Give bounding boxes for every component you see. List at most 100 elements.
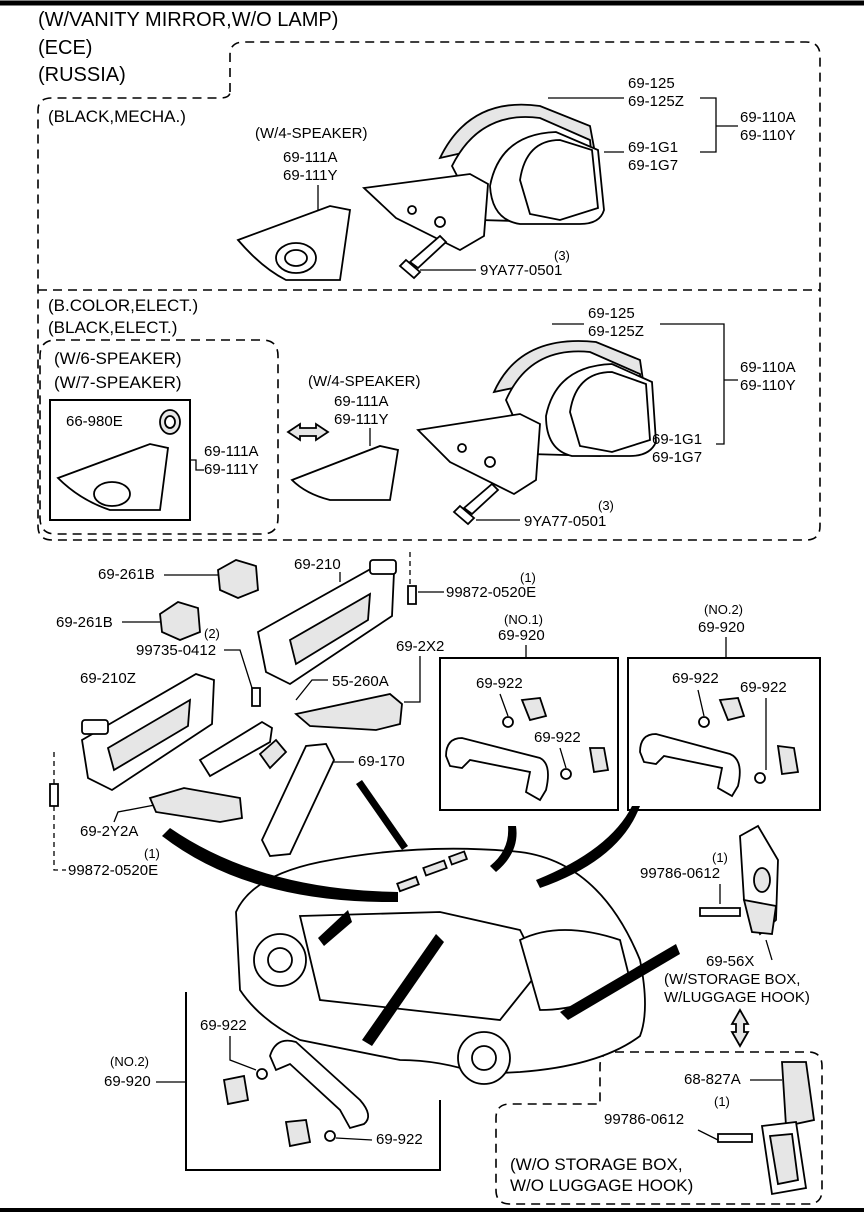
location-arrow-visor (162, 828, 398, 903)
storage-box-icon (760, 1061, 816, 1196)
bolt-qty: (3) (554, 248, 570, 263)
lower-handle-no: (NO.2) (110, 1054, 149, 1069)
section-title-b-color: (B.COLOR,ELECT.) (48, 296, 198, 315)
part-68-827A: 68-827A (684, 1071, 741, 1088)
part-99786-0612: 99786-0612 (640, 865, 720, 882)
screw-bottom-icon (49, 783, 59, 807)
part-99872-0520E-top: 99872-0520E (446, 584, 536, 601)
leader (404, 656, 421, 703)
location-arrow-luggage (560, 944, 680, 1020)
part-69-125Z-elect: 69-125Z (588, 323, 644, 340)
visor-clip-top-icon (217, 559, 259, 599)
part-69-1G7: 69-1G7 (628, 157, 678, 174)
handle1-box (439, 657, 619, 811)
leader (113, 803, 161, 823)
location-arrow-front-door (318, 910, 352, 946)
part-69-922-b: 69-922 (534, 729, 581, 746)
part-69-111A-elect: 69-111A (334, 393, 389, 410)
section-title-black-mecha: (BLACK,MECHA.) (48, 107, 186, 126)
screw-bot-qty: (1) (144, 846, 160, 861)
part-69-170: 69-170 (358, 753, 405, 770)
part-99735-0412: 99735-0412 (136, 642, 216, 659)
location-arrow-handle-2 (536, 806, 640, 888)
part-69-1G7-elect: 69-1G7 (652, 449, 702, 466)
hook-qty: (1) (712, 850, 728, 865)
part-69-110Y-elect: 69-110Y (740, 377, 796, 394)
part-69-920-lower: 69-920 (104, 1073, 151, 1090)
cover-icon (198, 720, 273, 778)
location-arrow-lower-handle (362, 934, 444, 1046)
storage-bolt-icon (717, 1133, 753, 1143)
storage-qty: (1) (714, 1094, 730, 1109)
luggage-hook-icon (739, 824, 779, 936)
part-69-110A-elect: 69-110A (740, 359, 796, 376)
lower-handle-frame (185, 992, 441, 1171)
screw-top-qty: (1) (520, 570, 536, 585)
visor-clip-mid-icon (159, 601, 201, 641)
screw2-qty: (2) (204, 626, 220, 641)
location-arrow-mirror (356, 780, 408, 850)
sun-visor-right-icon (256, 559, 397, 686)
screw2-icon (251, 687, 261, 707)
leader (335, 1137, 373, 1141)
part-69-922-a: 69-922 (476, 675, 523, 692)
assist-handle-2-icon (639, 697, 800, 798)
leader (229, 1036, 257, 1071)
part-69-125-elect: 69-125 (588, 305, 635, 322)
sub-6-speaker: (W/6-SPEAKER) (54, 349, 182, 368)
part-69-210Z: 69-210Z (80, 670, 136, 687)
assist-handle-1-icon (445, 697, 610, 802)
part-9YA77-0501-elect: 9YA77-0501 (524, 513, 606, 530)
handle1-no: (NO.1) (504, 612, 543, 627)
part-69-922-lower-a: 69-922 (200, 1017, 247, 1034)
speaker-note-elect: (W/4-SPEAKER) (308, 373, 421, 390)
leader (295, 679, 328, 701)
part-69-56X: 69-56X (706, 953, 754, 970)
speaker-garnish-icon (56, 443, 169, 511)
handle2-box (627, 657, 821, 811)
part-69-922-lower-b: 69-922 (376, 1131, 423, 1148)
part-69-111A-inner: 69-111A (204, 443, 259, 460)
bolt-qty-elect: (3) (598, 498, 614, 513)
part-69-261B-mid: 69-261B (56, 614, 113, 631)
equivalent-arrow-icon (286, 422, 330, 442)
part-69-2X2: 69-2X2 (396, 638, 444, 655)
rear-view-mirror-icon (258, 738, 335, 857)
storage-note-2: W/O LUGGAGE HOOK) (510, 1176, 693, 1195)
part-69-2Y2A: 69-2Y2A (80, 823, 138, 840)
door-mirror-assembly-icon (361, 103, 605, 280)
visor-holder-icon (148, 787, 243, 823)
part-9YA77-0501: 9YA77-0501 (480, 262, 562, 279)
mirror-inner-trim-elect-icon (290, 445, 400, 501)
power-mirror-assembly-icon (416, 340, 657, 526)
part-99786-0612-storage: 99786-0612 (604, 1111, 684, 1128)
leader (548, 97, 738, 153)
hook-note-1: (W/STORAGE BOX, (664, 971, 800, 988)
handle2-no: (NO.2) (704, 602, 743, 617)
leader (552, 323, 738, 445)
leader (53, 752, 66, 871)
leader (765, 939, 773, 961)
leader (499, 693, 567, 769)
part-69-110Y: 69-110Y (740, 127, 796, 144)
assist-handle-lower-icon (222, 1039, 370, 1148)
part-69-125: 69-125 (628, 75, 675, 92)
part-66-980E: 66-980E (66, 413, 123, 430)
header-line-1: (W/VANITY MIRROR,W/O LAMP) (38, 9, 338, 31)
leader (697, 1129, 719, 1141)
header-line-3: (RUSSIA) (38, 64, 126, 86)
part-69-1G1: 69-1G1 (628, 139, 678, 156)
hook-bolt-icon (699, 907, 741, 917)
bracket-icon (294, 693, 403, 731)
part-69-111Y-inner: 69-111Y (204, 461, 259, 478)
speaker-note: (W/4-SPEAKER) (255, 125, 368, 142)
section-title-black-elect: (BLACK,ELECT.) (48, 318, 177, 337)
part-69-111Y-elect: 69-111Y (334, 411, 389, 428)
tweeter-icon (159, 409, 181, 435)
equivalent-arrow-vertical-icon (730, 1008, 750, 1048)
part-55-260A: 55-260A (332, 673, 389, 690)
sun-visor-left-icon (81, 673, 215, 792)
leader (224, 649, 253, 689)
part-99872-0520E-bot: 99872-0520E (68, 862, 158, 879)
